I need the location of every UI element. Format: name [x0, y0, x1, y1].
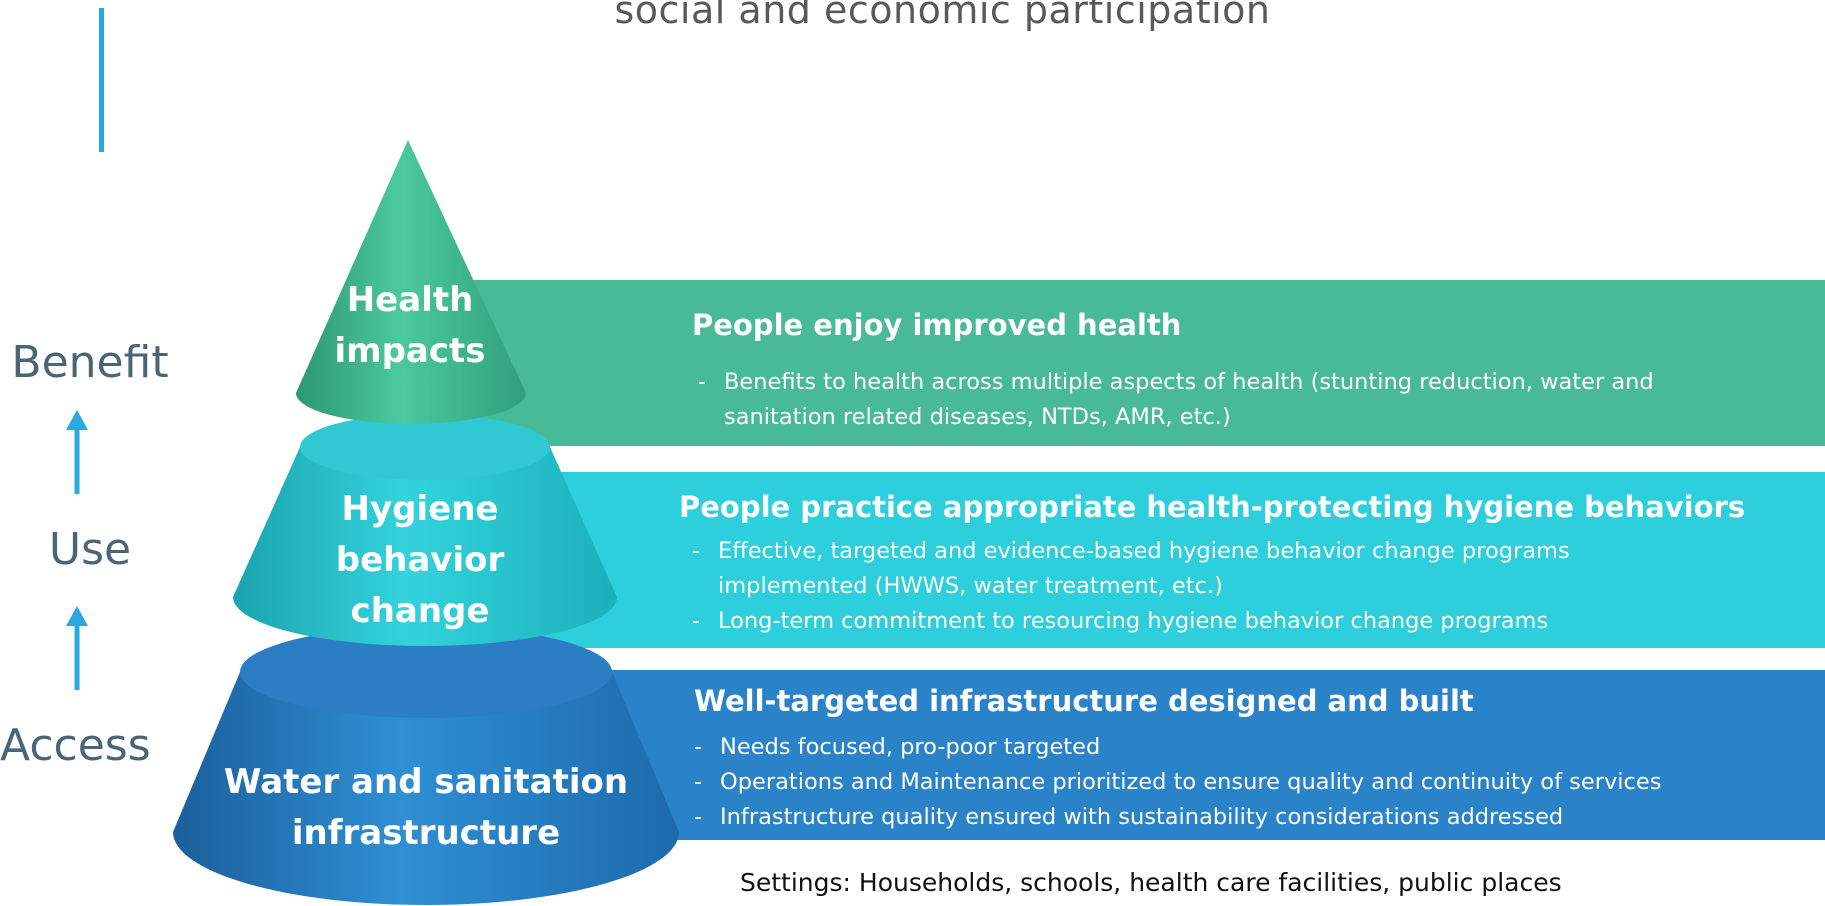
hygiene-bullet-list: -Effective, targeted and evidence-based …	[692, 534, 1570, 639]
list-item: -Effective, targeted and evidence-based …	[692, 538, 1570, 564]
infrastructure-bullet-list: -Needs focused, pro-poor targeted -Opera…	[694, 730, 1661, 835]
list-item: -Operations and Maintenance prioritized …	[694, 769, 1662, 795]
health-cone	[296, 140, 526, 424]
list-item-continuation: implemented (HWWS, water treatment, etc.…	[718, 573, 1223, 599]
up-arrow-icon	[66, 606, 88, 690]
hygiene-cone-label: Hygiene behavior change	[335, 489, 505, 631]
page-title: social and economic participation	[614, 0, 1271, 32]
infrastructure-heading: Well-targeted infrastructure designed an…	[694, 684, 1474, 718]
infrastructure-cone	[173, 626, 679, 905]
up-arrow-icon	[66, 410, 88, 494]
hygiene-cone	[233, 414, 617, 646]
hygiene-band	[540, 472, 1825, 648]
infrastructure-cone-label: Water and sanitation infrastructure	[223, 762, 629, 853]
infrastructure-band	[600, 670, 1825, 840]
access-label: Access	[0, 720, 151, 771]
list-item-continuation: sanitation related diseases, NTDs, AMR, …	[724, 404, 1231, 430]
health-bullet-list: -Benefits to health across multiple aspe…	[698, 365, 1654, 435]
list-item: -Long-term commitment to resourcing hygi…	[692, 608, 1549, 634]
use-label: Use	[48, 524, 132, 575]
accent-line	[99, 8, 104, 152]
health-band	[470, 280, 1825, 446]
list-item: -Benefits to health across multiple aspe…	[698, 369, 1654, 395]
list-item: -Infrastructure quality ensured with sus…	[694, 804, 1564, 830]
health-heading: People enjoy improved health	[692, 308, 1182, 342]
list-item: -Needs focused, pro-poor targeted	[694, 734, 1101, 760]
settings-caption: Settings: Households, schools, health ca…	[740, 868, 1562, 897]
benefit-label: Benefit	[11, 337, 169, 388]
health-cone-label: Health impacts	[334, 280, 486, 371]
hygiene-heading: People practice appropriate health-prote…	[679, 490, 1746, 524]
